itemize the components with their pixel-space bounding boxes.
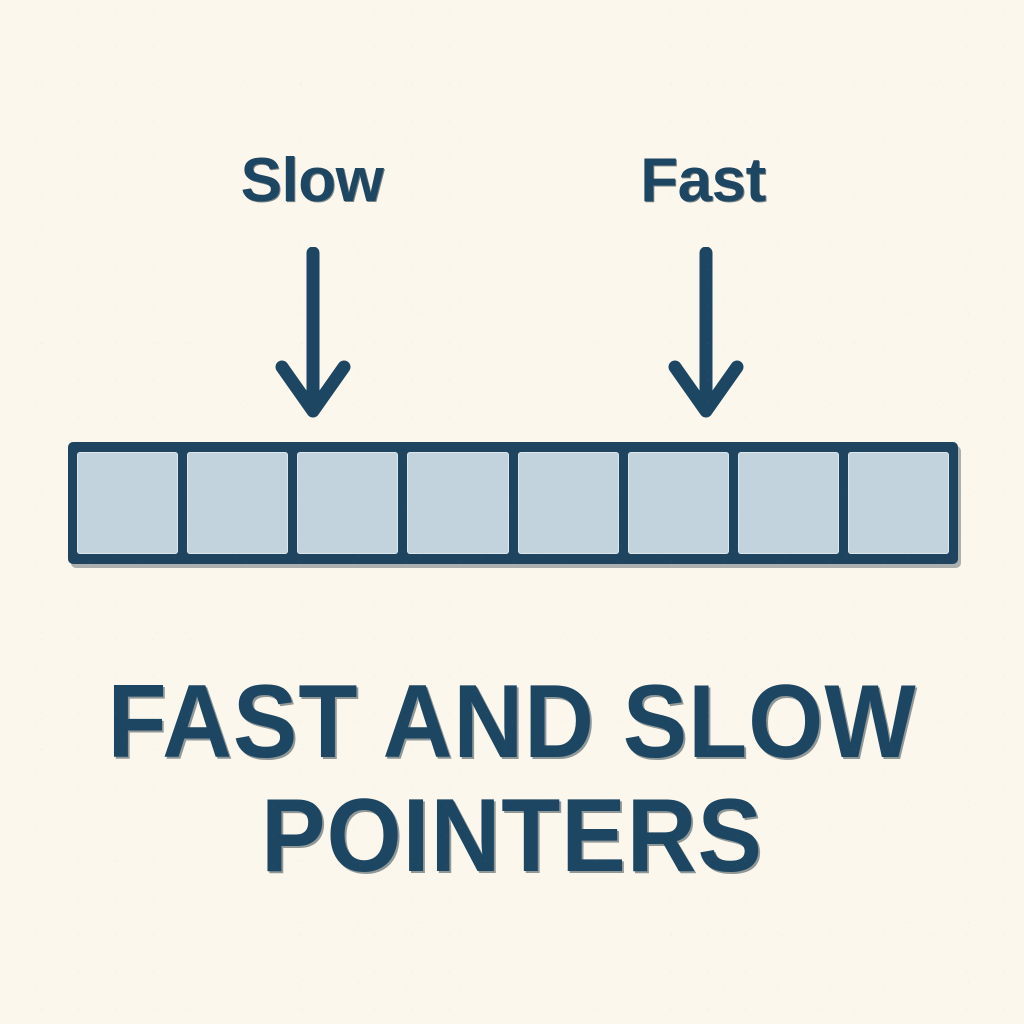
array-cell[interactable] — [77, 452, 179, 554]
array-cell[interactable] — [847, 452, 949, 554]
array-cell[interactable] — [627, 452, 729, 554]
array-cell[interactable] — [737, 452, 839, 554]
pointer-label-fast: Fast — [640, 146, 766, 215]
array-cell[interactable] — [297, 452, 399, 554]
title-line-1: Fast and Slow — [107, 664, 917, 780]
down-arrow-icon-fast — [661, 246, 751, 424]
array-cell[interactable] — [407, 452, 509, 554]
title-line-2: Pointers — [261, 778, 763, 894]
down-arrow-icon-slow — [268, 246, 358, 424]
array-container — [68, 442, 958, 564]
array-cell[interactable] — [517, 452, 619, 554]
pointer-label-slow: Slow — [240, 146, 384, 215]
array-cell[interactable] — [187, 452, 289, 554]
